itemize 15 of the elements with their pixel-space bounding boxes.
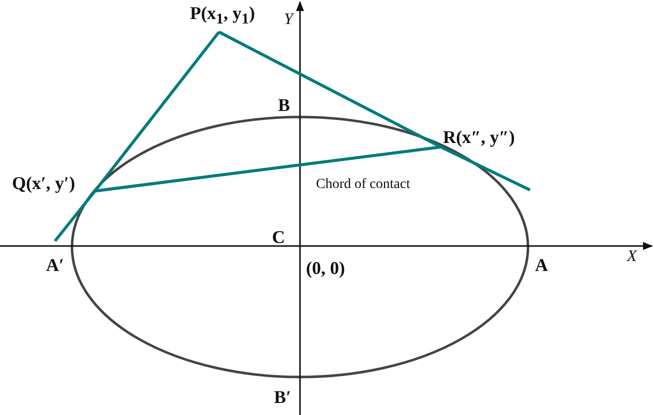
point-label: R(x″, y″) [443, 128, 515, 146]
tangent-line [54, 31, 220, 242]
point-label: A [535, 256, 548, 274]
axis-label: Y [284, 12, 293, 28]
chord-label: Chord of contact [316, 178, 410, 192]
point-label: B′ [274, 388, 292, 406]
chord-line [94, 146, 442, 192]
point-label: A′ [46, 256, 64, 274]
axis-label: X [627, 249, 637, 265]
origin-label: (0, 0) [306, 259, 345, 277]
point-label: Q(x′, y′) [12, 174, 76, 192]
point-label: P(x$_{1}$, y$_{1}$) [190, 4, 255, 28]
tangent-line [218, 30, 531, 192]
point-label: C [272, 228, 285, 246]
point-label: B [278, 96, 290, 114]
